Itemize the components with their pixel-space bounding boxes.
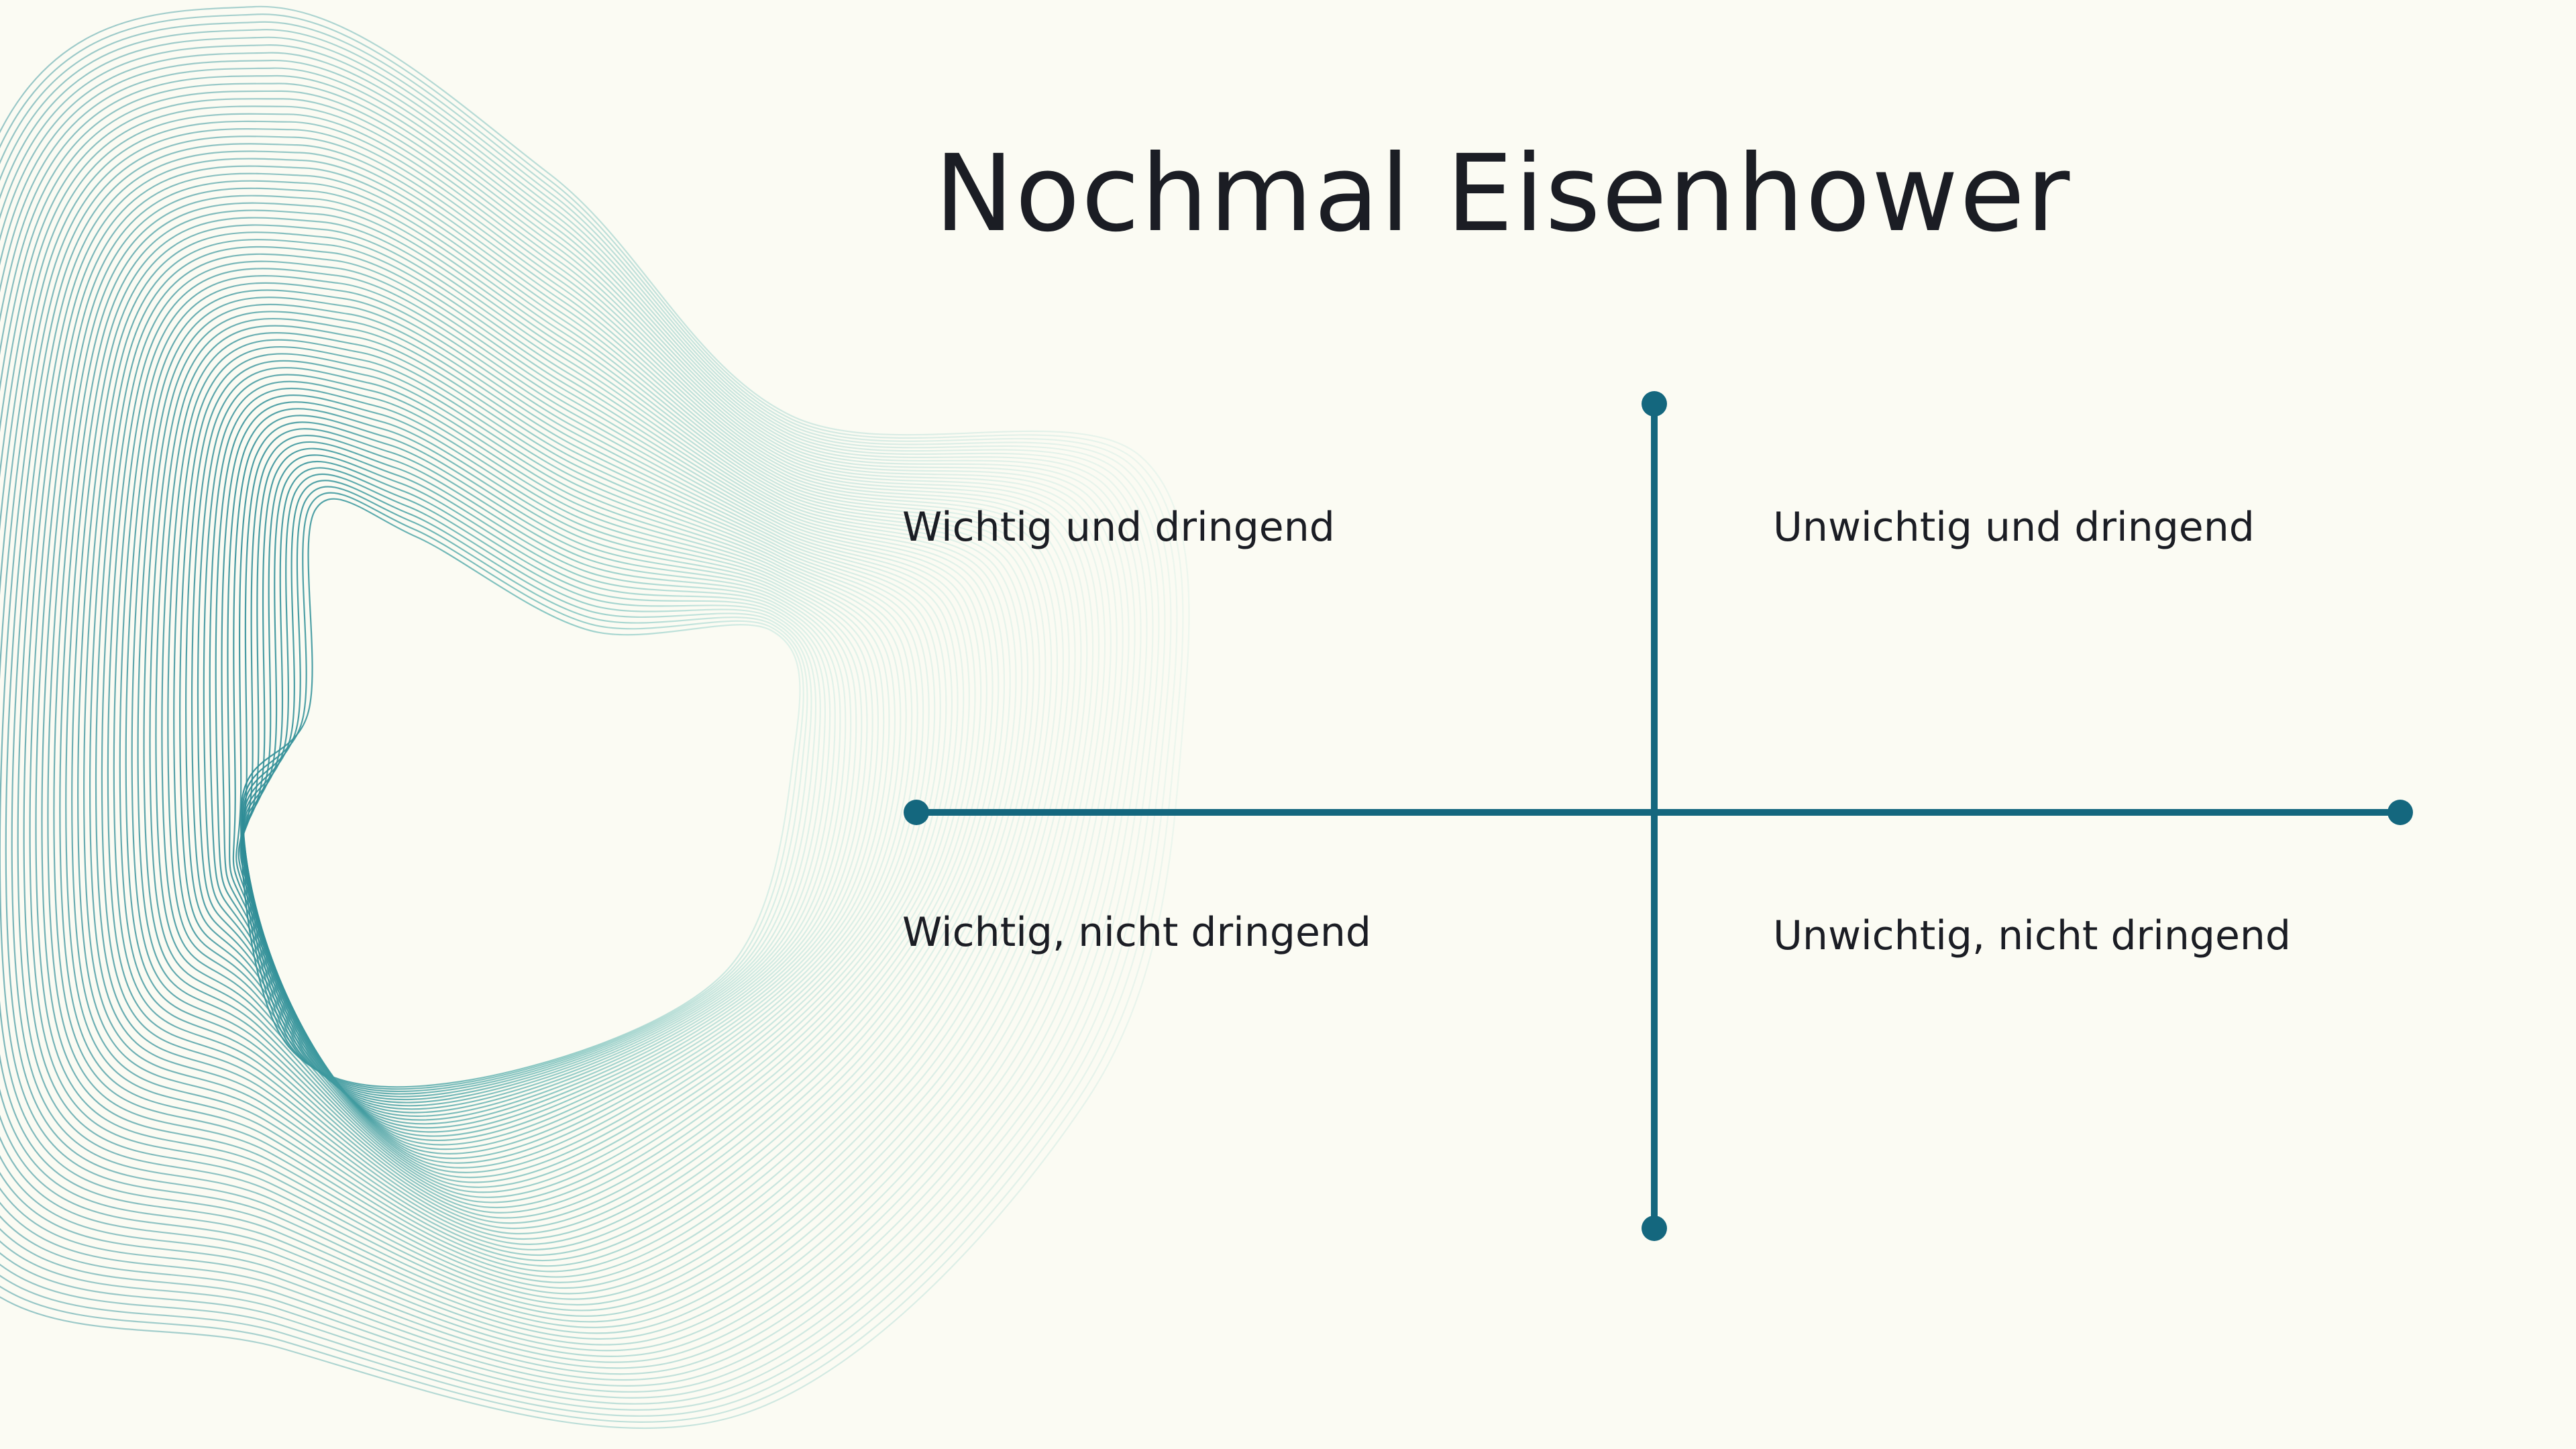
wave-line	[89, 246, 1000, 1246]
wave-line	[0, 44, 1160, 1399]
wave-line	[179, 353, 913, 1169]
wave-line	[125, 289, 965, 1214]
wave-line	[17, 158, 1070, 1311]
wave-line	[209, 387, 885, 1146]
wave-line	[137, 303, 953, 1203]
wave-line	[143, 311, 947, 1198]
wave-line	[221, 401, 873, 1137]
wave-line	[0, 5, 1190, 1430]
wave-line	[173, 346, 918, 1173]
quadrant-label-top-left: Wichtig und dringend	[902, 504, 1335, 551]
wave-line	[0, 98, 1118, 1357]
wave-line	[0, 113, 1106, 1346]
wave-line	[41, 187, 1046, 1289]
wave-line	[0, 90, 1124, 1363]
wave-line	[239, 435, 847, 1118]
wave-line	[0, 105, 1112, 1352]
quadrant-label-bottom-left: Wichtig, nicht dringend	[902, 909, 1371, 956]
wave-line	[35, 180, 1053, 1295]
wave-line	[240, 498, 801, 1088]
wave-line	[131, 297, 959, 1209]
wave-line	[0, 83, 1130, 1369]
axis-left-dot	[904, 800, 929, 825]
wave-line	[242, 480, 812, 1095]
wave-line	[107, 268, 982, 1230]
wave-line	[119, 282, 970, 1219]
wave-line	[235, 421, 857, 1125]
wave-line	[185, 360, 907, 1164]
wave-line	[155, 325, 936, 1188]
quadrant-label-top-right: Unwichtig und dringend	[1773, 504, 2255, 551]
wave-line	[101, 260, 987, 1235]
wave-line	[0, 52, 1154, 1393]
wave-line	[241, 492, 804, 1090]
wave-line	[203, 380, 890, 1150]
wave-line	[0, 74, 1136, 1375]
wave-line	[95, 253, 994, 1240]
wave-line	[0, 120, 1100, 1340]
wave-line	[0, 59, 1148, 1387]
wave-line	[0, 67, 1142, 1381]
wave-line	[5, 143, 1082, 1323]
wave-line	[83, 239, 1006, 1251]
wave-line	[191, 367, 902, 1159]
wave-line	[0, 128, 1094, 1334]
wave-line	[167, 339, 924, 1179]
wave-line	[77, 231, 1011, 1256]
wave-line	[11, 150, 1076, 1317]
wave-line	[47, 195, 1040, 1283]
wave-line	[149, 317, 941, 1193]
axis-top-dot	[1642, 391, 1667, 417]
wave-line	[232, 415, 863, 1129]
page-title: Nochmal Eisenhower	[934, 132, 2072, 256]
wave-line	[0, 29, 1172, 1411]
wave-line	[53, 202, 1034, 1278]
wave-line	[197, 374, 896, 1155]
wave-line	[215, 394, 879, 1142]
wave-line	[0, 36, 1166, 1405]
axis-right-dot	[2387, 800, 2413, 825]
wave-line	[227, 408, 868, 1133]
wave-line	[0, 13, 1184, 1423]
wave-line	[237, 428, 852, 1121]
quadrant-label-bottom-right: Unwichtig, nicht dringend	[1773, 912, 2292, 959]
axis-bottom-dot	[1642, 1216, 1667, 1241]
wave-line	[59, 209, 1029, 1273]
wave-line	[0, 136, 1088, 1328]
wave-line	[113, 275, 976, 1224]
wave-line	[161, 331, 930, 1183]
wave-line	[23, 165, 1064, 1306]
wave-line	[29, 172, 1059, 1300]
wave-line	[0, 21, 1178, 1417]
wave-line	[65, 217, 1023, 1267]
wave-line	[71, 224, 1017, 1261]
